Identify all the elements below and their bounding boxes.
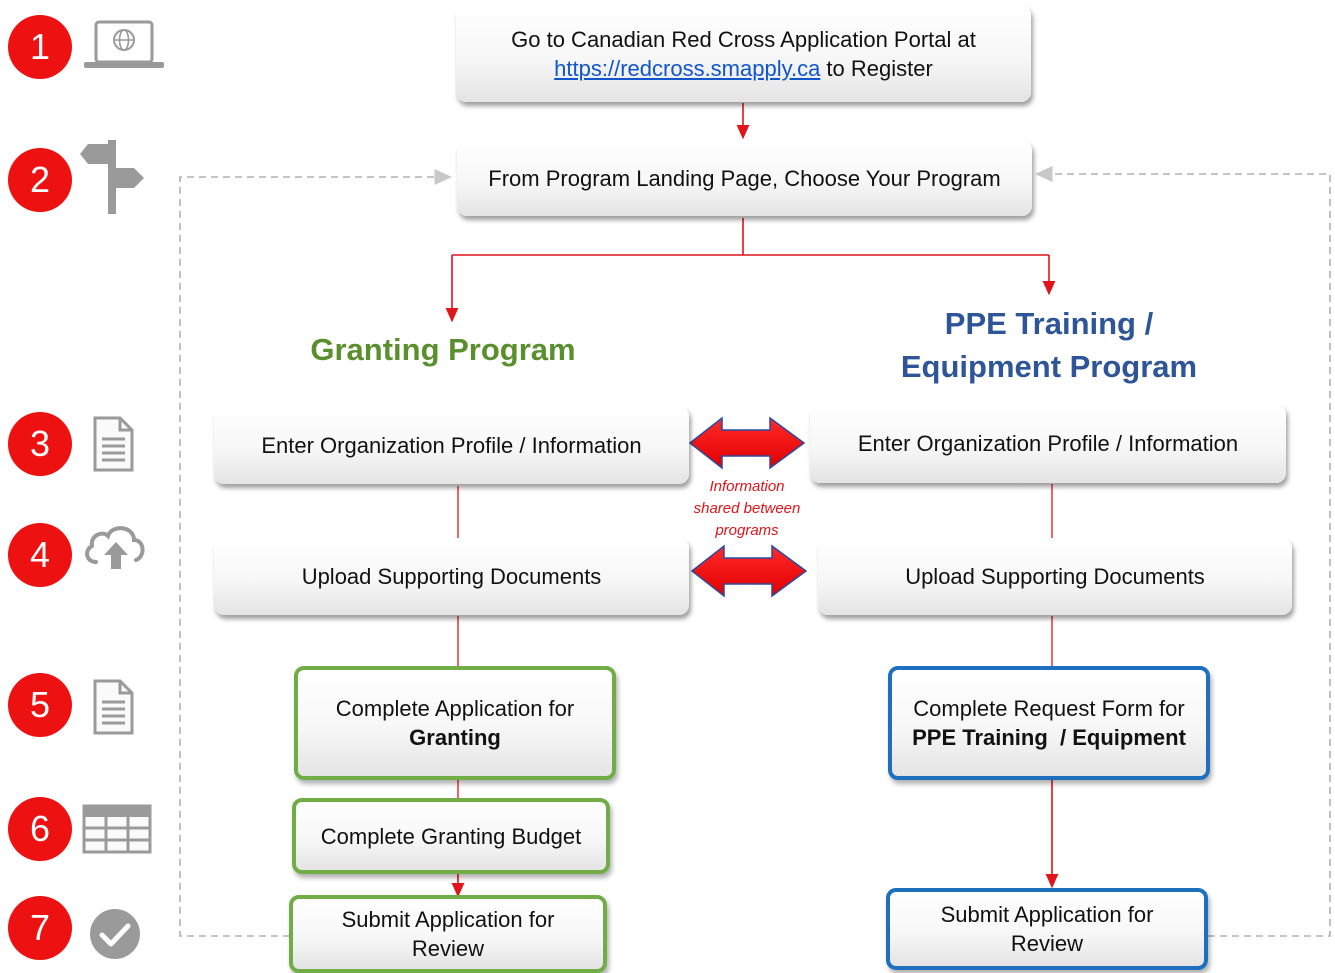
shared-note-line1: Information xyxy=(709,478,785,495)
register-text-line1: Go to Canadian Red Cross Application Por… xyxy=(511,26,976,52)
register-box: Go to Canadian Red Cross Application Por… xyxy=(456,5,1031,102)
dashed-loop-right xyxy=(1035,166,1331,937)
granting-profile-text: Enter Organization Profile / Information xyxy=(261,432,642,458)
step-badge-4: 4 xyxy=(8,523,72,587)
dashed-loop-left xyxy=(179,169,452,937)
register-suffix: to Register xyxy=(820,55,933,81)
split-connector xyxy=(452,218,1049,256)
ppe-complete-box: Complete Request Form for PPE Training /… xyxy=(888,666,1210,780)
granting-complete-line1: Complete Application for xyxy=(335,696,575,721)
granting-program-heading: Granting Program xyxy=(310,332,576,367)
double-arrow-profile xyxy=(688,416,806,470)
checkmark-icon xyxy=(90,909,140,959)
shared-note-line3: programs xyxy=(715,522,779,539)
signpost-icon xyxy=(80,140,144,214)
ppe-submit-line1: Submit Application for xyxy=(940,902,1154,927)
ppe-heading-line1: PPE Training / xyxy=(944,306,1154,341)
step-badge-1: 1 xyxy=(8,15,72,79)
ppe-upload-text: Upload Supporting Documents xyxy=(905,564,1205,589)
register-text-line2: https://redcross.smapply.ca to Register xyxy=(554,54,933,83)
step-badge-5: 5 xyxy=(8,673,72,737)
laptop-icon xyxy=(84,20,164,68)
shared-note-line2: shared between xyxy=(693,500,801,517)
choose-program-box: From Program Landing Page, Choose Your P… xyxy=(457,140,1032,216)
step-badge-3: 3 xyxy=(8,412,72,476)
shared-info-note: Information shared between programs xyxy=(672,476,822,542)
double-arrow-upload xyxy=(690,544,808,598)
granting-profile-box: Enter Organization Profile / Information xyxy=(214,406,689,484)
granting-submit-box: Submit Application for Review xyxy=(289,895,607,973)
document-icon xyxy=(93,679,134,735)
granting-upload-box: Upload Supporting Documents xyxy=(214,538,689,615)
ppe-profile-box: Enter Organization Profile / Information xyxy=(810,404,1286,483)
ppe-complete-bold: PPE Training / Equipment xyxy=(912,725,1186,750)
table-icon xyxy=(82,804,152,854)
granting-budget-box: Complete Granting Budget xyxy=(292,798,610,874)
step-badge-6: 6 xyxy=(8,797,72,861)
step-badge-7: 7 xyxy=(8,896,72,960)
choose-program-text: From Program Landing Page, Choose Your P… xyxy=(488,165,1001,191)
ppe-complete-line1: Complete Request Form for xyxy=(913,696,1185,721)
granting-upload-text: Upload Supporting Documents xyxy=(301,564,602,589)
cloud-upload-icon xyxy=(85,526,145,569)
ppe-submit-line2: Review xyxy=(1010,931,1084,956)
granting-submit-line1: Submit Application for xyxy=(341,907,555,932)
ppe-program-heading: PPE Training / Equipment Program xyxy=(870,302,1228,388)
granting-submit-line2: Review xyxy=(411,936,485,961)
portal-link[interactable]: https://redcross.smapply.ca xyxy=(554,55,821,81)
granting-complete-bold: Granting xyxy=(409,725,501,750)
granting-budget-text: Complete Granting Budget xyxy=(320,823,582,849)
document-icon xyxy=(93,416,134,472)
step-badge-2: 2 xyxy=(8,148,72,212)
ppe-upload-box: Upload Supporting Documents xyxy=(818,538,1292,615)
ppe-heading-line2: Equipment Program xyxy=(900,349,1198,384)
ppe-profile-text: Enter Organization Profile / Information xyxy=(857,431,1239,456)
granting-complete-box: Complete Application for Granting xyxy=(294,666,616,780)
ppe-submit-box: Submit Application for Review xyxy=(886,888,1208,970)
